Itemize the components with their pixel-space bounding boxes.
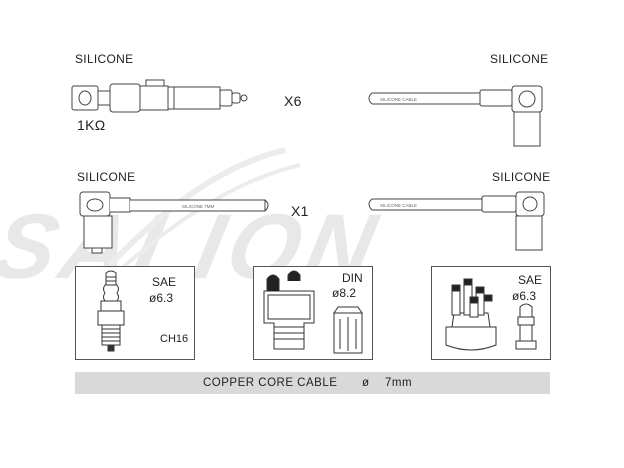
cable-print-mid-right: SILICONE CABLE [380,203,417,208]
mid-left-wire [79,191,269,254]
cable-print-top: SILICONE CABLE [380,97,417,102]
silicone-label-mid-left: SILICONE [77,170,136,184]
box-spark-plug: SAE ø6.3 CH16 [75,266,195,360]
resistor-plug [71,79,248,113]
silicone-label-top-left: SILICONE [75,52,134,66]
box1-diameter: ø6.3 [149,291,174,305]
box1-standard: SAE [152,275,177,289]
box2-diameter: ø8.2 [332,286,357,300]
cable-spec-bar: COPPER CORE CABLE ø 7mm [75,372,550,394]
box-sae-cap: SAE ø6.3 [431,266,551,360]
quantity-top: X6 [284,93,302,109]
cable-type: COPPER CORE CABLE [203,377,338,389]
top-right-wire [368,85,543,147]
diameter-symbol: ø [362,377,370,389]
box-din-cap: DIN ø8.2 [253,266,373,360]
cable-print-mid-left: SILICONE 7MM [182,204,215,209]
box1-hex: CH16 [160,333,189,345]
sae-cap-icon [445,278,537,351]
resistor-label: 1KΩ [77,117,106,133]
box2-standard: DIN [342,271,363,285]
cable-size: 7mm [385,377,413,389]
din-cap-icon [263,270,363,354]
silicone-label-top-right: SILICONE [490,52,549,66]
box3-diameter: ø6.3 [512,289,537,303]
silicone-label-mid-right: SILICONE [492,170,551,184]
box3-standard: SAE [518,273,543,287]
mid-right-wire [368,191,545,251]
spark-plug-icon [97,270,125,352]
quantity-mid: X1 [291,203,309,219]
